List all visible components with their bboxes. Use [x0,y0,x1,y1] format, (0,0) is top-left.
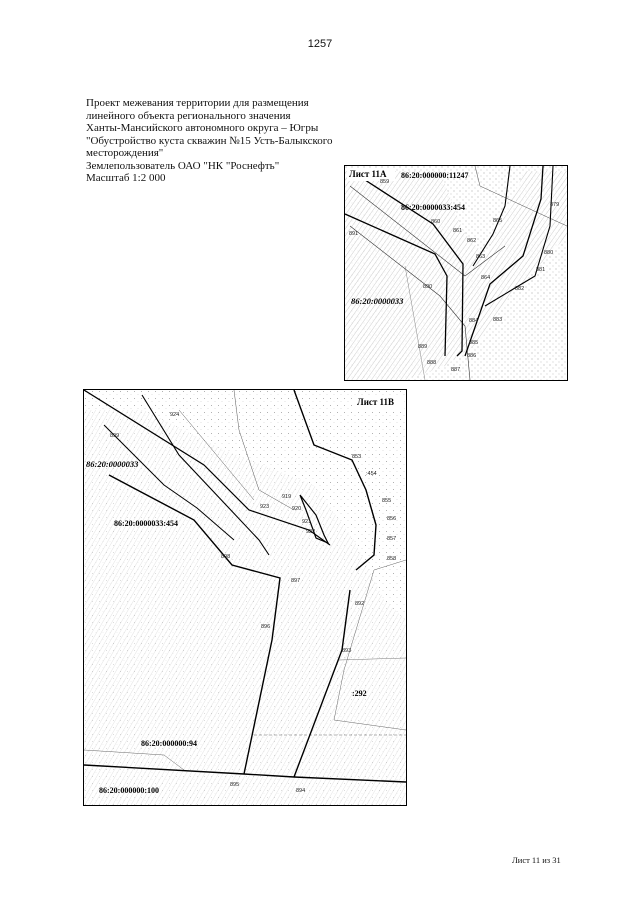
cadastral-number: 86:20:000000:94 [141,739,197,748]
project-title: Проект межевания территории для размещен… [86,97,356,185]
point-label: 883 [493,317,502,323]
parcel-boundary [474,166,567,227]
allotment-boundary [84,764,406,783]
title-line: линейного объекта регионального значения [86,109,291,122]
point-label: 894 [296,788,305,794]
sheet-label-bg [352,396,404,409]
point-label: 860 [431,219,440,225]
map-a-svg: Лист 11А 86:20:000000:11247 86:20:000003… [345,166,567,380]
point-label: 889 [418,344,427,350]
point-label: 856 [387,516,396,522]
allotment-boundary [108,474,281,775]
point-label: 897 [291,578,300,584]
point-label: 922 [306,529,315,535]
point-label: 855 [382,498,391,504]
parcel-boundary [178,409,255,501]
cadastral-number: :454 [366,471,377,477]
sheet-footer: Лист 11 из 31 [512,855,561,865]
allotment-boundary [141,394,270,556]
hatched-zone [84,410,406,805]
allotment-boundary [293,589,351,778]
point-label: 886 [467,353,476,359]
point-label: 857 [387,536,396,542]
parcel-boundary [349,185,506,277]
title-line: Землепользователь ОАО "НК "Роснефть" [86,159,280,172]
map-sheet-11v: Лист 11В 86:20:0000033 86:20:0000033:454… [83,389,407,806]
sheet-label-bg [347,168,395,181]
cadastral-number: 86:20:0000033 [351,296,404,306]
allotment-boundary [299,494,330,545]
point-label: 898 [221,554,230,560]
point-label: 887 [451,367,460,373]
title-line: Масштаб 1:2 000 [86,172,166,184]
point-label: 919 [282,494,291,500]
parcel-boundary [338,657,406,661]
point-label: 888 [427,360,436,366]
cadastral-number: 86:20:0000033:454 [114,519,178,528]
point-label: 885 [469,340,478,346]
parcel-boundary [404,265,426,380]
point-label: 891 [349,231,358,237]
point-label: 861 [453,228,462,234]
cadastral-number: 86:20:0000033 [86,459,139,469]
parcel-boundary [233,390,295,511]
point-label: 879 [550,202,559,208]
point-labels: 924 899 853 855 856 857 858 919 920 921 … [110,412,396,794]
point-label: 884 [469,318,478,324]
hatched-zone [345,171,567,380]
point-label: 921 [302,519,311,525]
parcel-boundary [333,559,406,731]
allotment-boundary [472,166,511,267]
point-label: 858 [387,556,396,562]
cadastral-number: 86:20:0000033:454 [401,203,465,212]
point-label: 892 [355,601,364,607]
allotment-boundary [293,390,377,571]
cadastral-number: 86:20:000000:11247 [401,171,469,180]
allotment-boundary [361,166,544,357]
point-label: 853 [352,454,361,460]
title-line: Проект межевания территории для размещен… [86,97,309,109]
cadastral-number: 86:20:000000:100 [99,786,159,795]
point-label: 895 [230,782,239,788]
allotment-boundary [84,390,331,546]
title-line: Ханты-Мансийского автономного округа – Ю… [86,122,319,134]
allotment-boundary [484,166,554,307]
point-label: 923 [260,504,269,510]
point-label: 862 [467,238,476,244]
point-label: 881 [536,267,545,273]
map-b-svg: Лист 11В 86:20:0000033 86:20:0000033:454… [84,390,406,805]
point-label: 864 [481,275,490,281]
point-label: 893 [342,648,351,654]
point-label: 880 [544,250,553,256]
allotment-boundary [103,424,235,541]
page-number: 1257 [307,38,333,50]
parcel-boundary [349,225,471,380]
sheet-label: Лист 11В [357,397,394,407]
point-label: 896 [261,624,270,630]
point-label: 890 [423,284,432,290]
point-label: 924 [170,412,179,418]
cadastral-number: :292 [352,689,367,698]
point-labels: 859 860 861 862 863 864 865 879 880 881 … [349,179,559,373]
map-sheet-11a: Лист 11А 86:20:000000:11247 86:20:000003… [344,165,568,381]
title-line: месторождения" [86,147,164,159]
title-line: "Обустройство куста скважин №15 Усть-Бал… [86,134,333,147]
point-label: 899 [110,433,119,439]
allotment-boundary [345,213,448,357]
point-label: 920 [292,506,301,512]
parcel-boundary [84,749,185,771]
sheet-label: Лист 11А [349,169,387,179]
point-label: 882 [515,286,524,292]
point-label: 865 [493,218,502,224]
point-label: 863 [476,254,485,260]
point-label: 859 [380,179,389,185]
